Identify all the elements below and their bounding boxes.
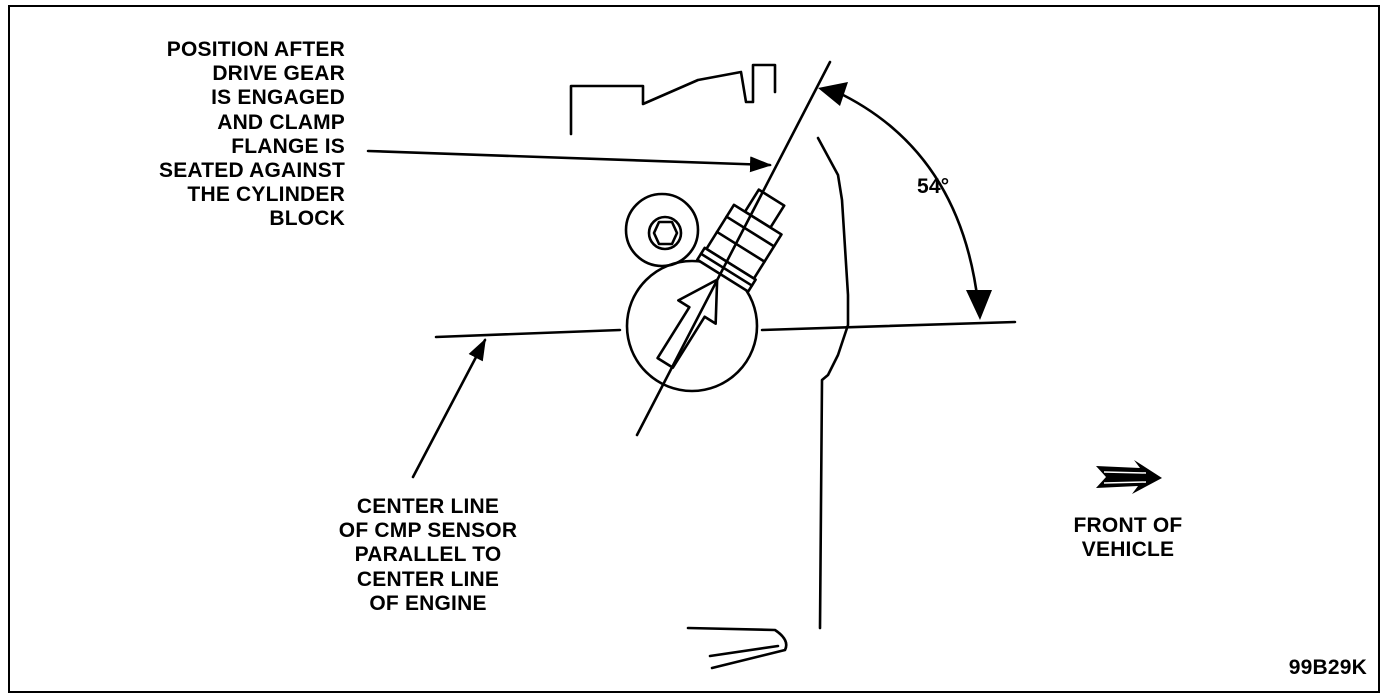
front-of-vehicle-line: VEHICLE bbox=[1081, 538, 1175, 562]
position-after-line: FLANGE IS bbox=[231, 134, 345, 158]
position-after-line: POSITION AFTER bbox=[166, 38, 345, 61]
centerline-leader-arrow bbox=[411, 338, 487, 479]
center-line-line: CENTER LINE bbox=[356, 495, 500, 518]
front-of-vehicle-line: FRONT OF bbox=[1073, 514, 1183, 537]
front-direction-arrow bbox=[1096, 460, 1162, 494]
drive-gear bbox=[625, 259, 759, 393]
housing-outline-top bbox=[569, 63, 777, 136]
position-after-line: THE CYLINDER bbox=[187, 183, 345, 207]
figure-id: 99B29K bbox=[1288, 656, 1367, 679]
center-line-line: PARALLEL TO bbox=[354, 543, 502, 567]
position-after-line: BLOCK bbox=[269, 207, 345, 231]
angle-arc-head-bottom bbox=[966, 290, 992, 320]
position-leader-arrow bbox=[366, 149, 772, 173]
oil-pan-lip bbox=[708, 644, 780, 658]
position-after-line: IS ENGAGED bbox=[211, 86, 345, 110]
sensor-direction-arrow bbox=[656, 278, 719, 369]
angle-label: 54° bbox=[917, 175, 950, 198]
cmp-sensor-body bbox=[696, 188, 786, 293]
engine-centerline-left bbox=[434, 328, 622, 339]
center-line-label: CENTER LINE OF CMP SENSOR PARALLEL TO CE… bbox=[298, 495, 558, 616]
angle-arc-head-top bbox=[818, 82, 848, 106]
angle-arc bbox=[833, 89, 980, 305]
center-line-line: OF CMP SENSOR bbox=[338, 519, 518, 543]
center-line-line: OF ENGINE bbox=[369, 591, 487, 615]
position-after-line: AND CLAMP bbox=[217, 110, 345, 134]
sensor-centerline bbox=[635, 60, 832, 437]
position-after-label: POSITION AFTER DRIVE GEAR IS ENGAGED AND… bbox=[159, 38, 345, 232]
center-line-line: CENTER LINE bbox=[356, 567, 500, 591]
bolt-head bbox=[624, 192, 700, 268]
oil-pan-outline bbox=[686, 626, 788, 670]
figure-frame bbox=[8, 5, 1380, 693]
front-of-vehicle-label: FRONT OF VEHICLE bbox=[1028, 514, 1228, 562]
bolt-hex bbox=[652, 220, 679, 246]
position-after-line: DRIVE GEAR bbox=[212, 62, 345, 86]
position-after-line: SEATED AGAINST bbox=[159, 159, 345, 183]
engine-centerline-right bbox=[760, 320, 1017, 332]
bolt-washer bbox=[647, 215, 683, 251]
engine-block-edge bbox=[816, 136, 850, 630]
